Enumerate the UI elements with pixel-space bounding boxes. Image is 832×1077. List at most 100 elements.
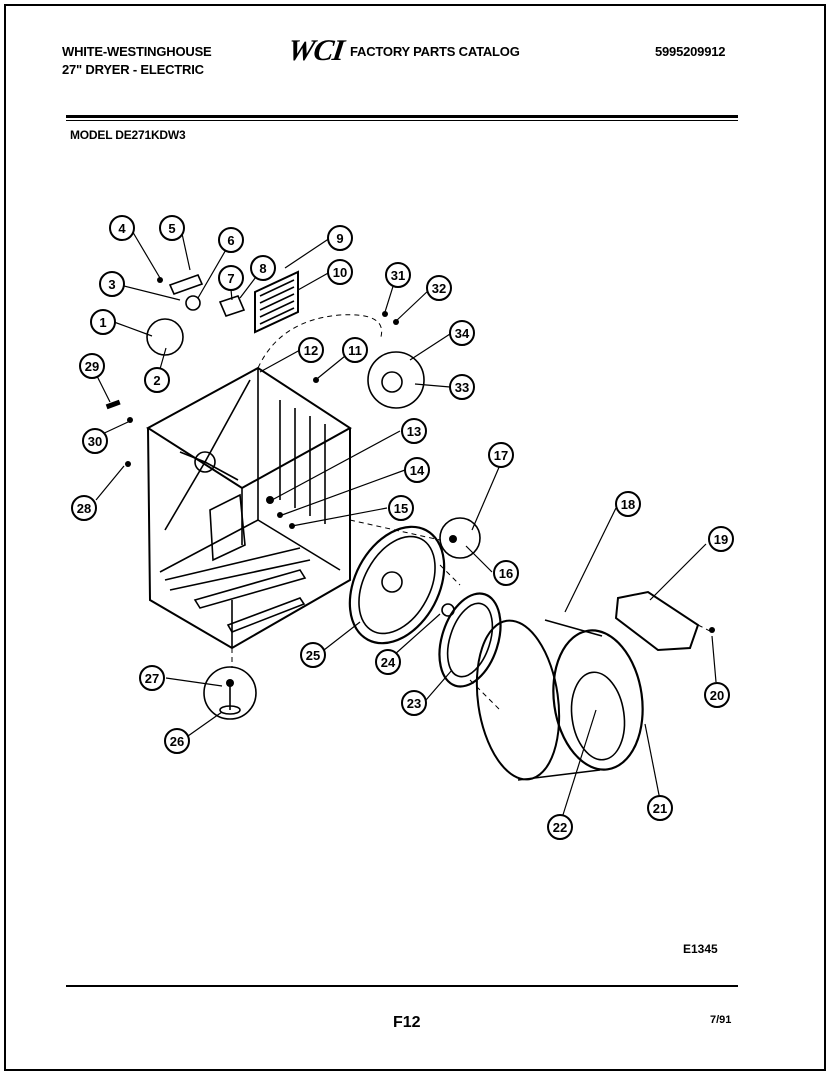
callout-circle	[426, 275, 452, 301]
callout-number: 34	[455, 326, 470, 341]
callout-number: 27	[145, 671, 159, 686]
callout-number: 23	[407, 696, 421, 711]
callout-15: 15	[388, 495, 414, 521]
header-rule-thick	[66, 115, 738, 118]
callout-circle	[708, 526, 734, 552]
callout-circle	[547, 814, 573, 840]
callout-number: 10	[333, 265, 347, 280]
callout-number: 31	[391, 268, 405, 283]
brand-name: WHITE-WESTINGHOUSE	[62, 44, 212, 59]
product-subtitle: 27" DRYER - ELECTRIC	[62, 62, 204, 77]
callout-number: 20	[710, 688, 724, 703]
callout-number: 17	[494, 448, 508, 463]
catalog-title: FACTORY PARTS CATALOG	[350, 44, 520, 59]
callout-number: 16	[499, 566, 513, 581]
callout-number: 6	[227, 233, 234, 248]
revision-date: 7/91	[710, 1014, 732, 1026]
callout-circle	[139, 665, 165, 691]
callout-number: 12	[304, 343, 318, 358]
callout-circle	[250, 255, 276, 281]
callout-8: 8	[250, 255, 276, 281]
callout-19: 19	[708, 526, 734, 552]
vent-grille	[254, 270, 299, 334]
callout-circle	[615, 491, 641, 517]
callout-12: 12	[298, 337, 324, 363]
callout-circle	[159, 215, 185, 241]
callout-circle	[79, 353, 105, 379]
callout-number: 21	[653, 801, 667, 816]
callout-number: 14	[410, 463, 425, 478]
callout-20: 20	[704, 682, 730, 708]
callout-number: 33	[455, 380, 469, 395]
callout-17: 17	[488, 442, 514, 468]
callout-number: 18	[621, 497, 635, 512]
callout-number: 15	[394, 501, 408, 516]
callout-number: 1	[99, 315, 106, 330]
rear-bulkhead-illustration	[348, 525, 446, 645]
callout-circle	[375, 649, 401, 675]
callout-18: 18	[615, 491, 641, 517]
callout-circle	[401, 690, 427, 716]
callout-circle	[71, 495, 97, 521]
callout-number: 25	[306, 648, 320, 663]
callout-circle	[385, 262, 411, 288]
callout-number: 11	[348, 343, 362, 358]
callout-33: 33	[449, 374, 475, 400]
callout-7: 7	[218, 265, 244, 291]
callout-23: 23	[401, 690, 427, 716]
callout-30: 30	[82, 428, 108, 454]
callout-circle	[298, 337, 324, 363]
catalog-number: 5995209912	[655, 44, 726, 59]
callout-29: 29	[79, 353, 105, 379]
callout-circle	[144, 367, 170, 393]
callout-24: 24	[375, 649, 401, 675]
callout-circle	[493, 560, 519, 586]
callout-27: 27	[139, 665, 165, 691]
callout-number: 7	[227, 271, 234, 286]
callout-circle	[99, 271, 125, 297]
callout-11: 11	[342, 337, 368, 363]
callout-number: 30	[88, 434, 102, 449]
page-frame	[4, 4, 826, 1071]
figure-code: E1345	[683, 942, 718, 956]
callout-circle	[218, 227, 244, 253]
callout-13: 13	[401, 418, 427, 444]
callout-3: 3	[99, 271, 125, 297]
callout-2: 2	[144, 367, 170, 393]
footer-rule	[66, 985, 738, 987]
drum-illustration	[475, 619, 644, 781]
callout-circle	[488, 442, 514, 468]
callout-circle	[449, 374, 475, 400]
callout-number: 4	[118, 221, 126, 236]
callout-number: 19	[714, 532, 728, 547]
callout-34: 34	[449, 320, 475, 346]
callout-number: 9	[336, 231, 343, 246]
callout-number: 2	[153, 373, 160, 388]
callout-circle	[218, 265, 244, 291]
page-number: F12	[393, 1014, 421, 1031]
callout-circle	[449, 320, 475, 346]
callout-circle	[300, 642, 326, 668]
callout-circle	[401, 418, 427, 444]
callout-number: 13	[407, 424, 421, 439]
callout-circle	[388, 495, 414, 521]
callout-circle	[404, 457, 430, 483]
callout-circle	[327, 259, 353, 285]
callout-5: 5	[159, 215, 185, 241]
callout-circle	[164, 728, 190, 754]
callout-circle	[647, 795, 673, 821]
callout-number: 24	[381, 655, 396, 670]
callout-number: 32	[432, 281, 446, 296]
callout-circle	[82, 428, 108, 454]
callout-31: 31	[385, 262, 411, 288]
callout-number: 8	[259, 261, 266, 276]
callout-32: 32	[426, 275, 452, 301]
callout-26: 26	[164, 728, 190, 754]
callout-number: 3	[108, 277, 115, 292]
header-rule-thin	[66, 120, 738, 121]
callout-circle	[342, 337, 368, 363]
callout-14: 14	[404, 457, 430, 483]
callout-circle	[704, 682, 730, 708]
callout-number: 26	[170, 734, 184, 749]
